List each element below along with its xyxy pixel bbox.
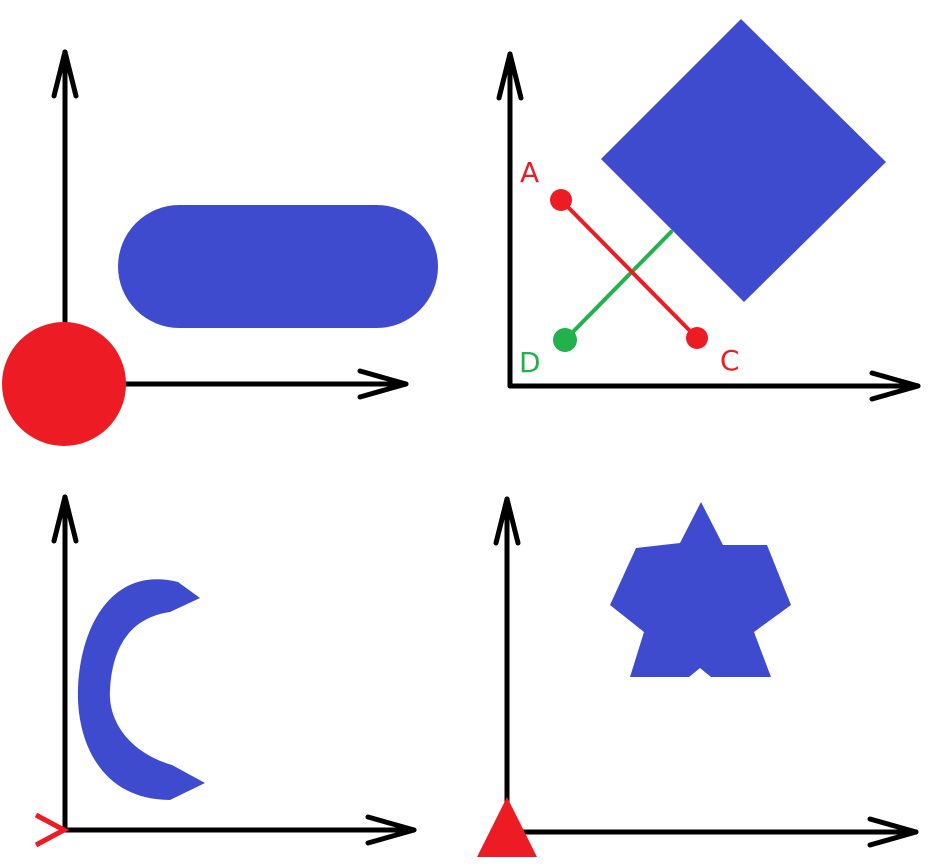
axes-top-right <box>496 51 921 402</box>
label-a: A <box>520 156 539 189</box>
y-axis-arrowhead-top-right <box>496 51 524 101</box>
y-axis-arrowhead-top-left <box>51 49 79 99</box>
arc-shape <box>77 579 205 800</box>
stadium-shape <box>118 205 438 328</box>
diamond-shape <box>601 19 886 302</box>
x-axis-arrowhead-bottom-left <box>365 814 417 846</box>
panel-top-left <box>2 49 438 446</box>
axes-bottom-left <box>51 494 417 846</box>
x-axis-arrowhead-top-right <box>869 370 921 402</box>
red-circle <box>2 322 126 446</box>
label-d: D <box>519 346 541 379</box>
y-axis-arrowhead-bottom-left <box>51 494 79 544</box>
x-axis-arrowhead-top-left <box>357 368 409 400</box>
segment-d <box>563 230 673 342</box>
red-chevron <box>34 812 70 848</box>
axes-bottom-right <box>493 496 919 848</box>
x-axis-arrowhead-bottom-right <box>867 816 919 848</box>
label-c: C <box>720 344 740 377</box>
point-a <box>550 189 572 211</box>
panel-bottom-right <box>477 496 919 857</box>
panel-bottom-left <box>34 494 417 848</box>
panel-top-right: A C D <box>496 19 921 402</box>
red-triangle <box>477 797 537 857</box>
star-shape <box>610 502 791 677</box>
y-axis-arrowhead-bottom-right <box>493 496 521 546</box>
segment-ac <box>559 198 699 340</box>
point-d <box>553 328 577 352</box>
point-c <box>686 327 708 349</box>
